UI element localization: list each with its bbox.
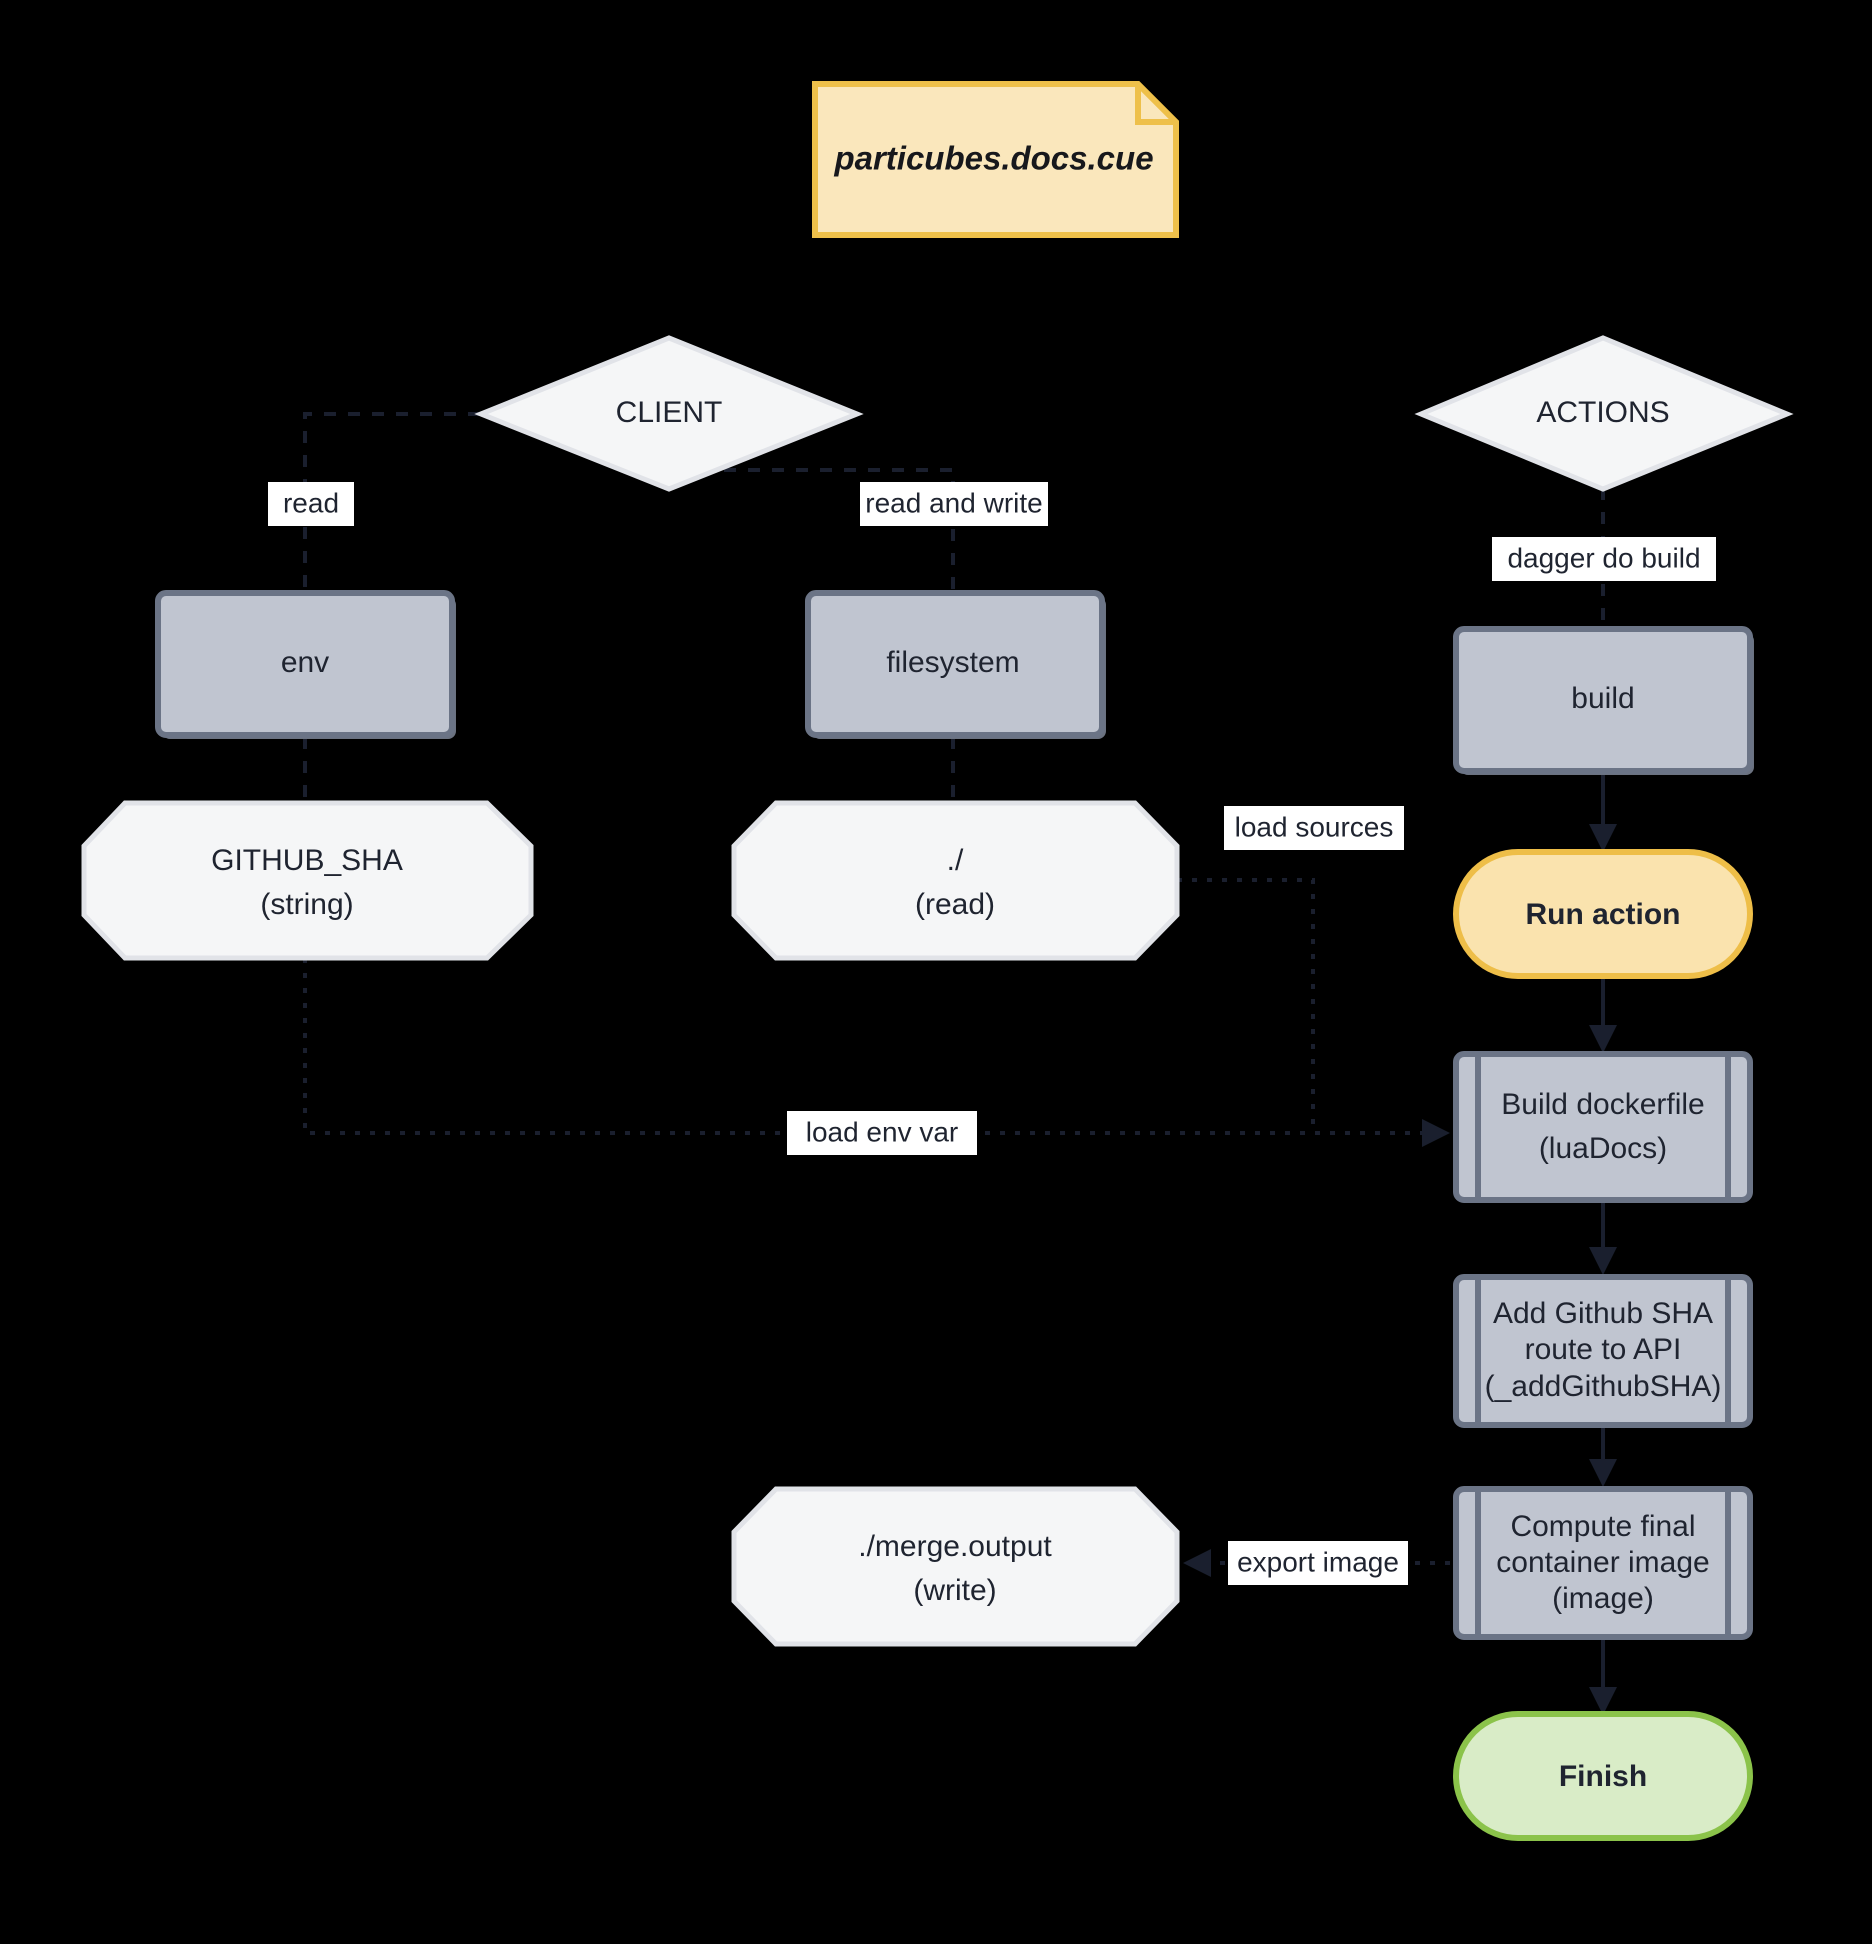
edge-load-sources xyxy=(1177,878,1315,1133)
node-run-action[interactable]: Run action xyxy=(1453,849,1753,979)
node-build[interactable]: build xyxy=(1453,626,1754,775)
node-dot-read[interactable]: ./ (read) xyxy=(731,800,1180,961)
compute-image-line2: container image xyxy=(1496,1546,1709,1579)
edge-label-load-env-var-text: load env var xyxy=(806,1116,959,1147)
edge-label-load-sources-text: load sources xyxy=(1235,811,1394,842)
build-dockerfile-line2: (luaDocs) xyxy=(1539,1132,1667,1165)
env-label: env xyxy=(281,646,329,679)
node-filesystem[interactable]: filesystem xyxy=(805,590,1106,739)
node-build-dockerfile[interactable]: Build dockerfile (luaDocs) xyxy=(1453,1051,1753,1203)
edge-label-read-and-write-text: read and write xyxy=(865,487,1042,518)
edge-label-load-sources: load sources xyxy=(1224,806,1404,850)
add-github-sha-line3: (_addGithubSHA) xyxy=(1485,1370,1722,1403)
edge-label-load-env-var: load env var xyxy=(787,1111,977,1155)
node-merge-output[interactable]: ./merge.output (write) xyxy=(731,1486,1180,1647)
edge-client-env xyxy=(303,412,480,593)
note-label: particubes.docs.cue xyxy=(833,140,1153,177)
run-action-label: Run action xyxy=(1526,898,1681,931)
compute-image-line3: (image) xyxy=(1552,1582,1654,1615)
edge-label-export-image-text: export image xyxy=(1237,1546,1399,1577)
merge-output-line1: ./merge.output xyxy=(858,1530,1052,1563)
add-github-sha-line2: route to API xyxy=(1525,1333,1682,1366)
edge-label-read: read xyxy=(268,482,354,526)
compute-image-line1: Compute final xyxy=(1510,1510,1695,1543)
dot-read-line2: (read) xyxy=(915,888,995,921)
finish-label: Finish xyxy=(1559,1760,1647,1793)
github-sha-line2: (string) xyxy=(260,888,353,921)
edge-label-dagger-do-build-text: dagger do build xyxy=(1507,542,1700,573)
node-add-github-sha[interactable]: Add Github SHA route to API (_addGithubS… xyxy=(1453,1274,1753,1428)
edge-label-read-text: read xyxy=(283,487,339,518)
node-actions[interactable]: ACTIONS xyxy=(1414,335,1794,492)
merge-output-line2: (write) xyxy=(913,1574,996,1607)
node-finish[interactable]: Finish xyxy=(1453,1711,1753,1841)
edge-label-read-and-write: read and write xyxy=(860,482,1048,526)
build-dockerfile-line1: Build dockerfile xyxy=(1501,1088,1704,1121)
dot-read-line1: ./ xyxy=(947,844,964,877)
actions-label: ACTIONS xyxy=(1536,396,1669,429)
edge-label-export-image: export image xyxy=(1228,1541,1408,1585)
node-client[interactable]: CLIENT xyxy=(474,335,864,492)
client-label: CLIENT xyxy=(616,396,723,429)
node-env[interactable]: env xyxy=(155,590,456,739)
filesystem-label: filesystem xyxy=(886,646,1019,679)
github-sha-line1: GITHUB_SHA xyxy=(211,844,403,877)
node-github-sha[interactable]: GITHUB_SHA (string) xyxy=(81,800,534,961)
node-compute-image[interactable]: Compute final container image (image) xyxy=(1453,1486,1753,1640)
node-note-particubes-docs-cue[interactable]: particubes.docs.cue xyxy=(812,81,1179,238)
edge-load-env-var xyxy=(303,958,1450,1147)
build-label: build xyxy=(1571,682,1634,715)
edge-label-dagger-do-build: dagger do build xyxy=(1492,537,1716,581)
add-github-sha-line1: Add Github SHA xyxy=(1493,1297,1713,1330)
